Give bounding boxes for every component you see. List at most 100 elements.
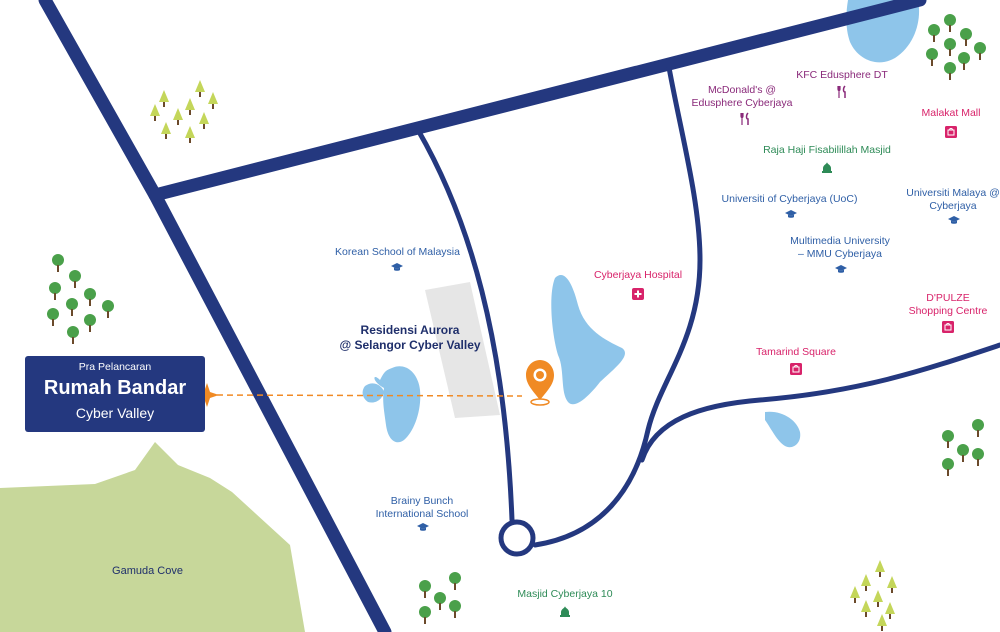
tree-icon xyxy=(66,298,78,316)
brainy-line2: International School xyxy=(375,508,469,520)
tree-icon xyxy=(52,254,64,272)
tree-icon xyxy=(944,62,956,80)
shopping-bag-icon xyxy=(942,321,954,333)
gamuda-cove-label: Gamuda Cove xyxy=(112,565,183,577)
mmu-line1: Multimedia University xyxy=(790,235,890,247)
tree-icon xyxy=(861,574,871,591)
tree-cluster-east xyxy=(942,419,984,476)
dashed-connector xyxy=(206,394,523,397)
mcdonalds-line1: McDonald's @ xyxy=(707,84,777,96)
tree-cluster-ne xyxy=(926,14,986,80)
brainy-bunch-label: Brainy Bunch International School xyxy=(362,495,482,521)
hospital-cross-icon xyxy=(632,288,644,300)
fork-knife-icon xyxy=(740,112,749,125)
um-line2: Cyberjaya xyxy=(929,200,977,212)
mosque-icon xyxy=(560,606,570,617)
tree-icon xyxy=(67,326,79,344)
tree-icon xyxy=(944,38,956,56)
tree-icon xyxy=(161,122,171,139)
project-name: Rumah Bandar xyxy=(43,377,187,399)
tree-icon xyxy=(199,112,209,129)
graduation-cap-icon xyxy=(417,523,429,531)
tree-icon xyxy=(195,80,205,97)
tree-icon xyxy=(102,300,114,318)
um-line1: Universiti Malaya @ xyxy=(906,187,1000,199)
tree-icon xyxy=(942,458,954,476)
universiti-malaya-label: Universiti Malaya @ Cyberjaya xyxy=(903,187,1000,213)
site-label-line1: Residensi Aurora xyxy=(360,323,460,337)
tree-icon xyxy=(928,24,940,42)
tree-icon xyxy=(942,430,954,448)
mmu-line2: – MMU Cyberjaya xyxy=(797,248,883,260)
tree-icon xyxy=(972,448,984,466)
tree-cluster-south xyxy=(419,572,461,624)
tree-icon xyxy=(173,108,183,125)
dpulze-line2: Shopping Centre xyxy=(908,305,988,317)
tree-icon xyxy=(885,602,895,619)
tree-icon xyxy=(434,592,446,610)
tree-icon xyxy=(887,576,897,593)
shopping-bag-icon xyxy=(790,363,802,375)
mex-highway-road xyxy=(148,0,927,202)
brainy-line1: Brainy Bunch xyxy=(390,495,454,507)
malakat-mall-label: Malakat Mall xyxy=(921,107,981,119)
road-east xyxy=(639,342,1000,463)
tree-icon xyxy=(974,42,986,60)
tree-icon xyxy=(850,586,860,603)
tree-cluster-nw xyxy=(150,80,218,143)
tree-icon xyxy=(861,600,871,617)
site-label: Residensi Aurora @ Selangor Cyber Valley xyxy=(330,323,490,353)
graduation-cap-icon xyxy=(835,265,847,273)
tree-icon xyxy=(958,52,970,70)
tree-icon xyxy=(449,600,461,618)
project-card[interactable]: Pra Pelancaran Rumah Bandar Cyber Valley xyxy=(25,356,205,432)
tree-icon xyxy=(972,419,984,437)
tree-icon xyxy=(208,92,218,109)
location-pin-icon xyxy=(526,360,554,406)
lake-east xyxy=(765,411,801,448)
mmu-label: Multimedia University – MMU Cyberjaya xyxy=(780,235,900,261)
kfc-label: KFC Edusphere DT xyxy=(796,69,888,81)
tree-icon xyxy=(84,314,96,332)
tree-icon xyxy=(960,28,972,46)
tree-icon xyxy=(877,614,887,631)
compass-star-icon xyxy=(195,383,219,407)
tree-icon xyxy=(69,270,81,288)
lake-small xyxy=(362,383,384,403)
project-subtitle: Cyber Valley xyxy=(75,405,155,421)
road-middle xyxy=(415,127,515,523)
tree-icon xyxy=(185,98,195,115)
fork-knife-icon xyxy=(837,85,846,98)
tree-icon xyxy=(419,606,431,624)
tree-icon xyxy=(926,48,938,66)
graduation-cap-icon xyxy=(785,210,797,218)
mcdonalds-label: McDonald's @ Edusphere Cyberjaya xyxy=(682,84,802,110)
tree-icon xyxy=(159,90,169,107)
tree-cluster-west xyxy=(47,254,114,344)
site-plot xyxy=(425,282,500,418)
tree-icon xyxy=(47,308,59,326)
tree-icon xyxy=(49,282,61,300)
road-east-loop xyxy=(532,59,703,548)
tree-icon xyxy=(957,444,969,462)
tree-cluster-se xyxy=(850,560,897,631)
dpulze-line1: D'PULZE xyxy=(926,292,970,304)
lake-west xyxy=(374,366,421,443)
tree-icon xyxy=(449,572,461,590)
graduation-cap-icon xyxy=(948,216,960,224)
tree-icon xyxy=(150,104,160,121)
shopping-bag-icon xyxy=(945,126,957,138)
tree-icon xyxy=(84,288,96,306)
dpulze-label: D'PULZE Shopping Centre xyxy=(900,292,996,318)
raja-haji-masjid-label: Raja Haji Fisabilillah Masjid xyxy=(763,144,891,156)
tree-icon xyxy=(419,580,431,598)
mcdonalds-line2: Edusphere Cyberjaya xyxy=(691,97,793,109)
cyberjaya-hospital-label: Cyberjaya Hospital xyxy=(593,269,683,281)
prelaunch-label: Pra Pelancaran xyxy=(78,361,152,373)
site-label-line2: @ Selangor Cyber Valley xyxy=(339,338,481,352)
uoc-label: Universiti of Cyberjaya (UoC) xyxy=(721,193,858,205)
tree-icon xyxy=(875,560,885,577)
tree-icon xyxy=(944,14,956,32)
